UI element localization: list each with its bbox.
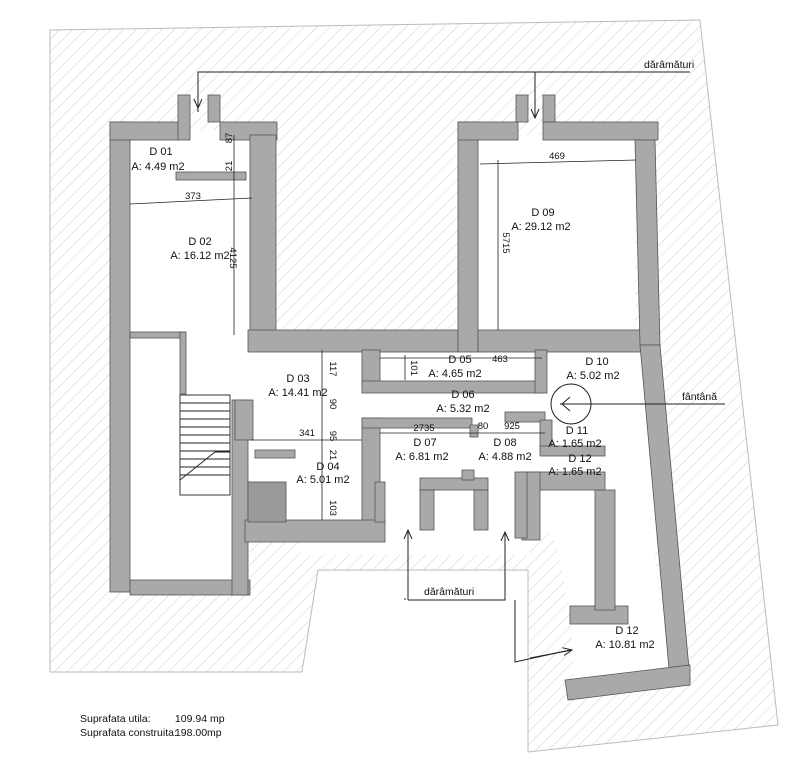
built-area-value: 198.00mp [174, 727, 222, 739]
fountain-label: fântână [682, 391, 717, 403]
dimension-labels: 87 21 373 469 5715 4125 117 101 463 90 9… [185, 133, 565, 516]
dimension-label: 101 [408, 360, 419, 376]
area-summary: Suprafata utila: 109.94 mp Suprafata con… [80, 712, 225, 740]
dimension-label: 5715 [500, 232, 511, 253]
room-area: A: 29.12 m2 [511, 221, 570, 233]
dimension-label: 87 [224, 133, 235, 144]
dimension-label: 90 [327, 399, 338, 410]
room-area: A: 5.32 m2 [436, 403, 489, 415]
built-area-label: Suprafata construita: [80, 727, 177, 739]
room-name: D 05 [448, 354, 471, 366]
room-area: A: 16.12 m2 [170, 250, 229, 262]
room-area: A: 1.65 m2 [548, 438, 601, 450]
dimension-label: 341 [299, 428, 315, 439]
room-area: A: 4.49 m2 [131, 161, 184, 173]
room-name: D 11 [566, 425, 588, 437]
room-area: A: 4.65 m2 [428, 368, 481, 380]
dimension-label: 103 [327, 500, 338, 516]
room-labels: D 01 A: 4.49 m2 D 02 A: 16.12 m2 D 03 A:… [131, 146, 654, 651]
dimension-label: 80 [478, 421, 489, 432]
dimension-label: 469 [549, 151, 565, 162]
room-name: D 01 [149, 146, 172, 158]
dimension-label: 925 [504, 421, 520, 432]
dimension-label: 117 [327, 361, 338, 376]
debris-label-bottom: dărâmături [424, 586, 474, 598]
room-name: D 12 [615, 625, 638, 637]
room-name: D 09 [531, 207, 554, 219]
dimension-label: 2735 [413, 423, 434, 434]
room-name: D 03 [286, 373, 309, 385]
room-area: A: 5.02 m2 [566, 370, 619, 382]
usable-area-value: 109.94 mp [174, 713, 225, 725]
room-area: A: 10.81 m2 [595, 639, 654, 651]
usable-area-label: Suprafata utila: [80, 713, 151, 725]
debris-arrows [198, 71, 690, 663]
dimension-label: 463 [492, 354, 508, 365]
room-area: A: 5.01 m2 [296, 474, 349, 486]
dimension-label: 95 [327, 431, 338, 442]
dimension-label: 373 [185, 191, 201, 202]
staircase [179, 394, 231, 496]
room-name: D 08 [493, 437, 516, 449]
room-area: A: 4.88 m2 [478, 451, 531, 463]
room-name: D 02 [188, 236, 211, 248]
room-area: A: 6.81 m2 [395, 451, 448, 463]
dimension-label: 21 [224, 161, 235, 172]
room-name: D 10 [585, 356, 608, 368]
annotations: dărâmături dărâmături fântână [424, 59, 717, 598]
usable-area-row: Suprafata utila: 109.94 mp [80, 712, 225, 726]
fountain-icon [550, 383, 725, 425]
built-area-row: Suprafata construita: 198.00mp [80, 726, 225, 740]
walls [109, 94, 691, 701]
room-name: D 04 [316, 461, 339, 473]
dimension-lines [129, 135, 637, 520]
room-area: A: 1.65 m2 [548, 466, 601, 478]
room-name: D 07 [413, 437, 436, 449]
room-name: D 12 [568, 453, 591, 465]
debris-label-top: dărâmături [644, 59, 694, 71]
room-area: A: 14.41 m2 [268, 387, 327, 399]
dimension-label: 21 [327, 450, 338, 461]
dimension-label: 4125 [227, 247, 238, 268]
room-name: D 06 [451, 389, 474, 401]
